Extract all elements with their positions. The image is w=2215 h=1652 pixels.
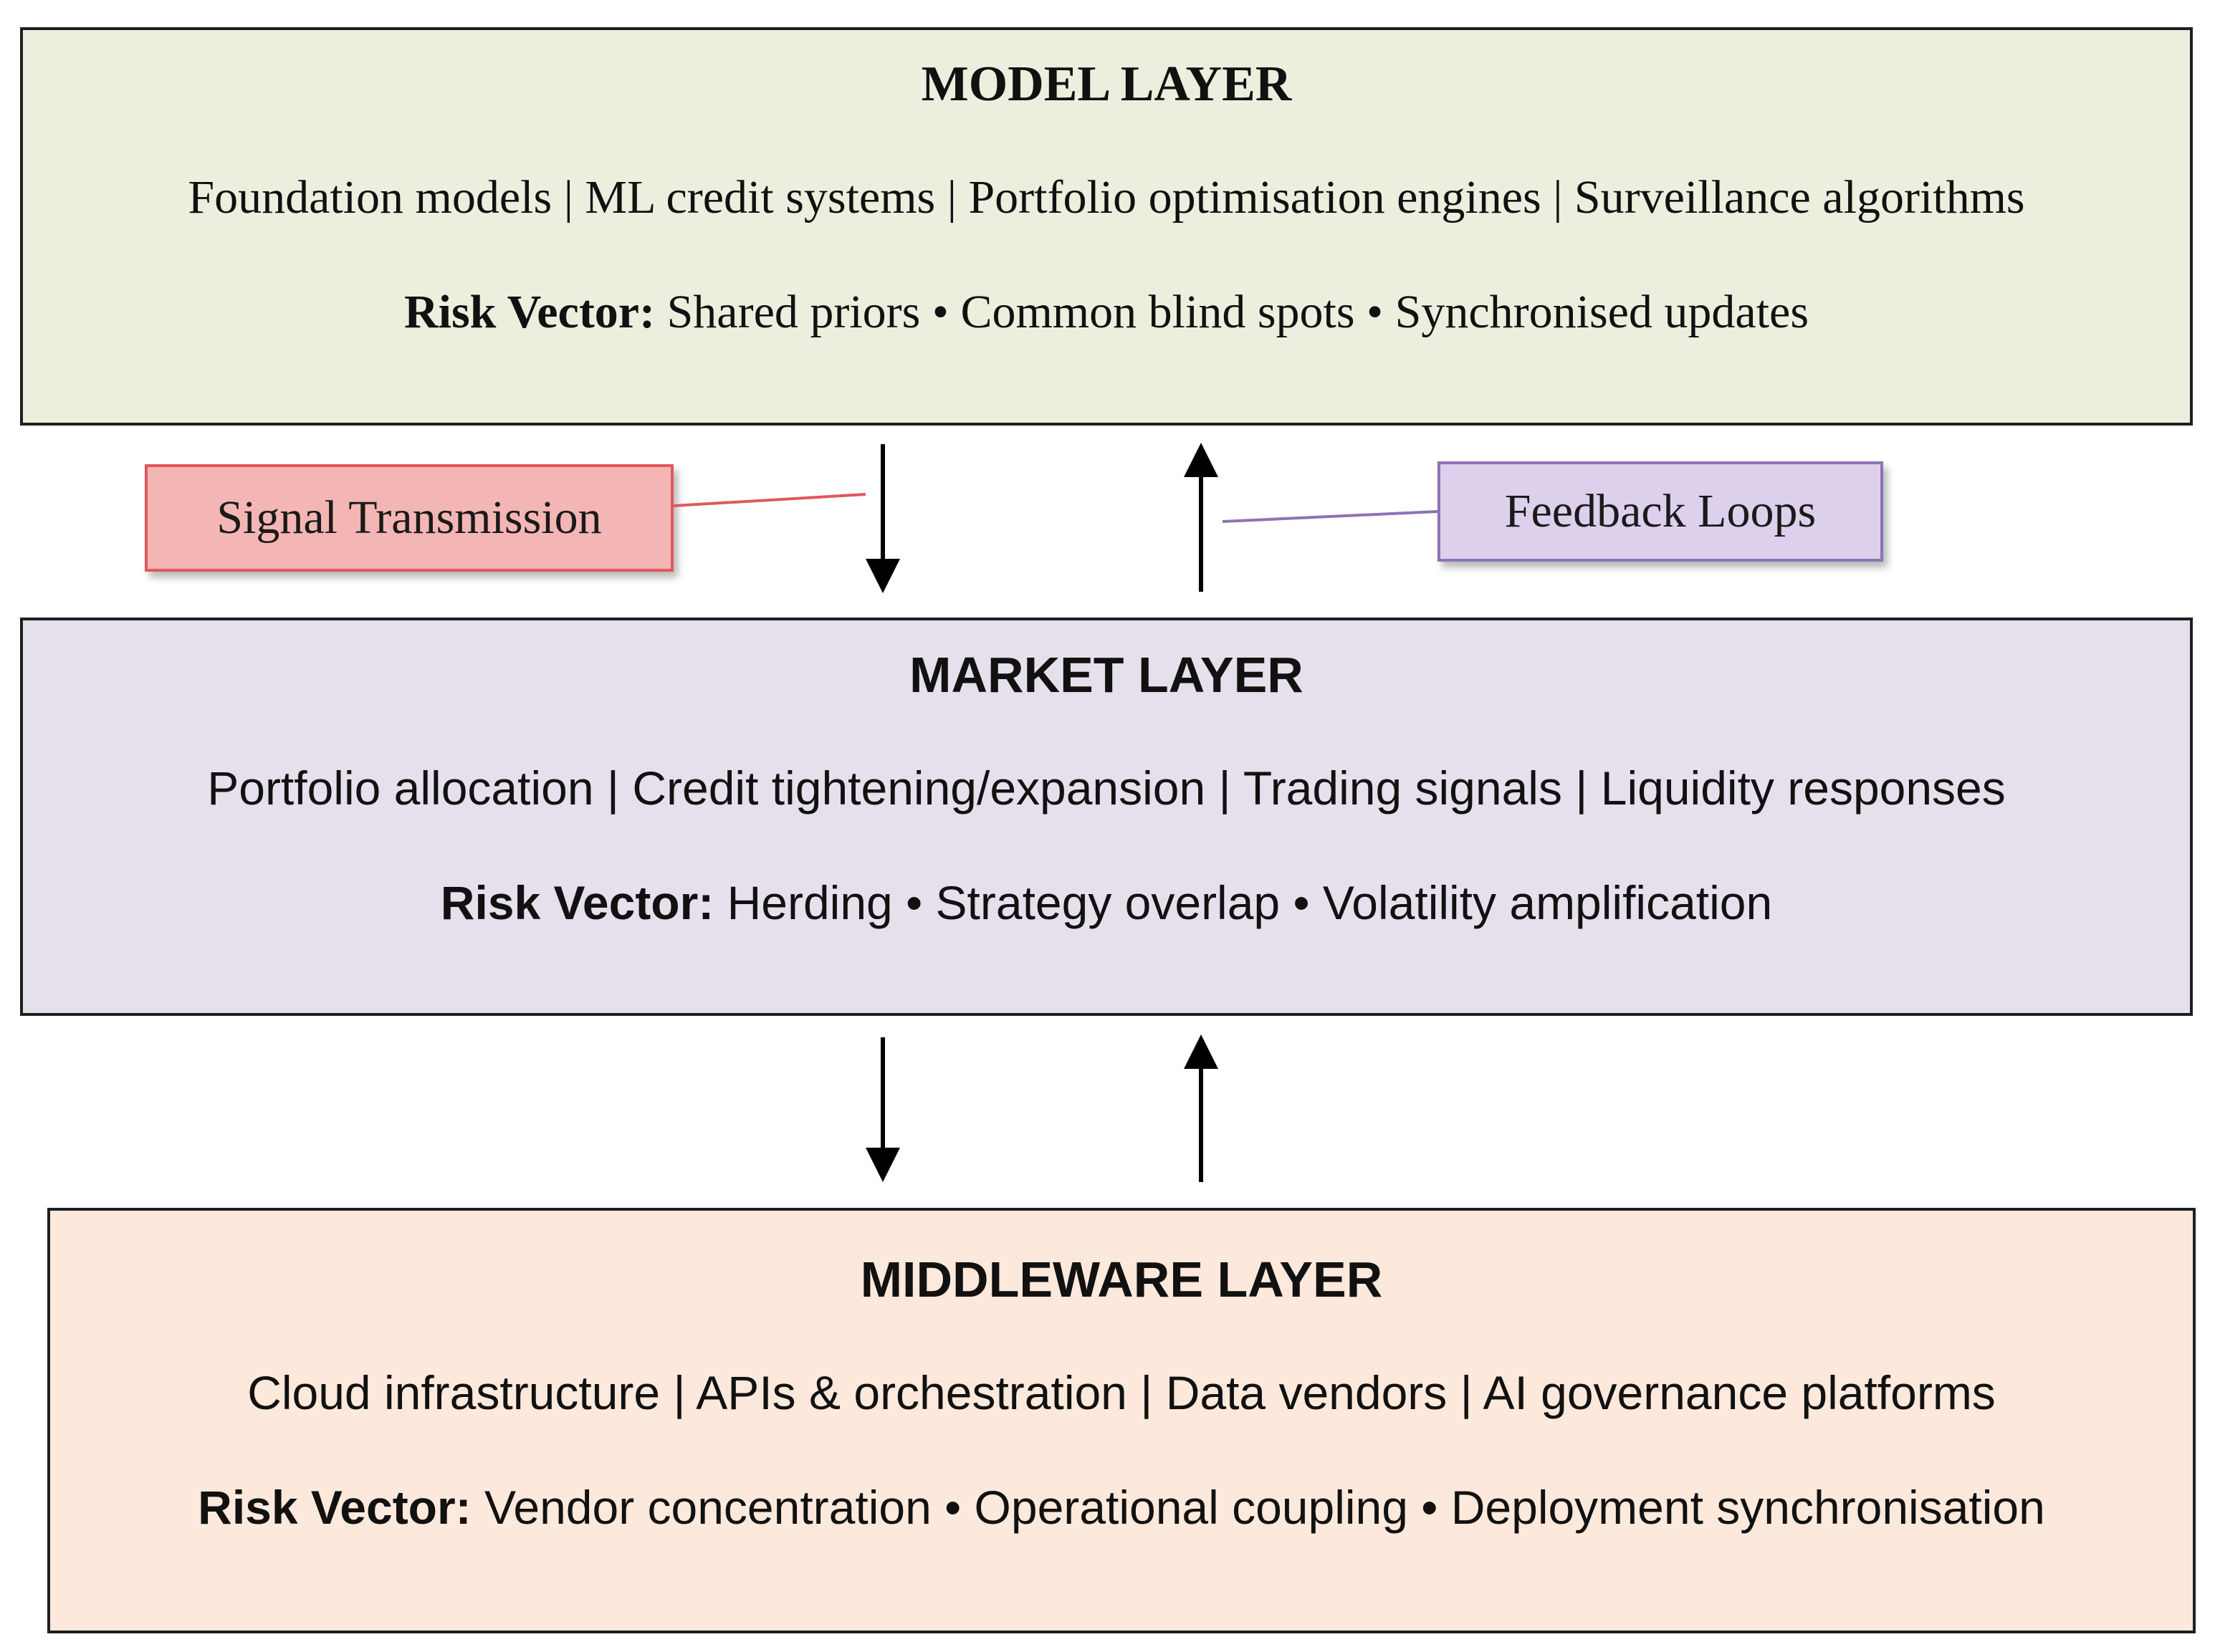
- risk-vector-label: Risk Vector:: [403, 286, 656, 338]
- middleware-layer-box: MIDDLEWARE LAYER Cloud infrastructure | …: [47, 1208, 2196, 1633]
- model-layer-items: Foundation models | ML credit systems | …: [188, 171, 2025, 224]
- middleware-layer-risk-vector: Risk Vector: Vendor concentration • Oper…: [50, 1480, 2193, 1535]
- risk-vector-text: Vendor concentration • Operational coupl…: [471, 1481, 2045, 1534]
- signal-transmission-callout: Signal Transmission: [145, 464, 674, 572]
- middleware-layer-items: Cloud infrastructure | APIs & orchestrat…: [247, 1366, 1996, 1419]
- risk-vector-text: Shared priors • Common blind spots • Syn…: [655, 286, 1809, 338]
- market-layer-items: Portfolio allocation | Credit tightening…: [207, 762, 2006, 815]
- risk-vector-text: Herding • Strategy overlap • Volatility …: [714, 876, 1773, 929]
- model-layer-risk-vector: Risk Vector: Shared priors • Common blin…: [23, 285, 2190, 340]
- market-layer-box: MARKET LAYER Portfolio allocation | Cred…: [20, 618, 2193, 1016]
- model-layer-box: MODEL LAYER Foundation models | ML credi…: [20, 27, 2193, 426]
- market-layer-risk-vector: Risk Vector: Herding • Strategy overlap …: [23, 875, 2190, 930]
- model-layer-title: MODEL LAYER: [921, 57, 1292, 112]
- middleware-layer-title: MIDDLEWARE LAYER: [860, 1252, 1383, 1307]
- risk-vector-label: Risk Vector:: [198, 1481, 472, 1534]
- feedback-loops-callout: Feedback Loops: [1437, 461, 1883, 562]
- market-layer-title: MARKET LAYER: [909, 647, 1303, 703]
- feedback-leader-line: [1222, 510, 1438, 523]
- risk-vector-label: Risk Vector:: [440, 876, 714, 929]
- signal-leader-line: [673, 493, 866, 507]
